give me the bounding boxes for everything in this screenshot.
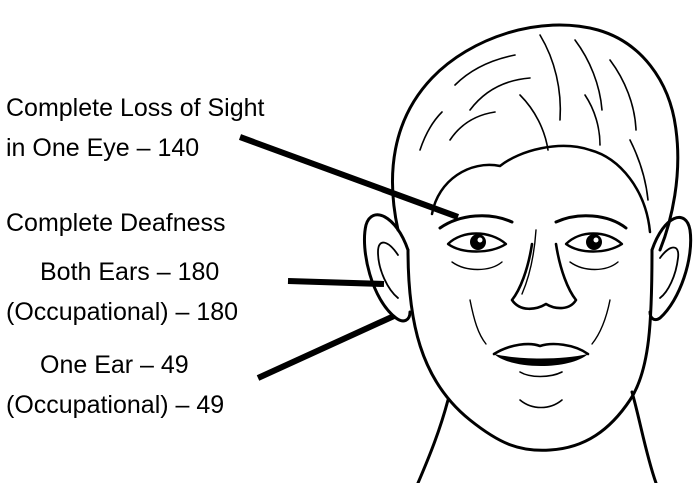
nose	[512, 244, 576, 309]
face-outline	[408, 250, 652, 450]
left-ear-inner	[378, 243, 398, 298]
hair-outline	[392, 25, 677, 250]
one-ear-pointer-line	[258, 316, 394, 378]
right-eye	[566, 234, 622, 270]
sight-pointer-line	[240, 137, 458, 217]
left-eye	[448, 234, 506, 270]
neck-right	[632, 392, 656, 483]
left-ear	[364, 215, 410, 321]
both-ears-label: Both Ears – 180	[40, 257, 219, 287]
right-cheek-line	[592, 300, 610, 344]
hairline	[432, 146, 650, 232]
both-ears-pointer-line	[288, 281, 384, 284]
mouth	[494, 344, 588, 376]
sight-loss-label-line2: in One Eye – 140	[6, 133, 199, 163]
right-ear-inner	[660, 248, 678, 299]
sight-loss-label-line1: Complete Loss of Sight	[6, 93, 264, 123]
one-ear-label: One Ear – 49	[40, 350, 189, 380]
one-ear-occupational-label: (Occupational) – 49	[6, 390, 224, 420]
chin	[520, 400, 562, 408]
right-ear	[650, 217, 691, 319]
deafness-heading: Complete Deafness	[6, 208, 226, 238]
both-ears-occupational-label: (Occupational) – 180	[6, 297, 238, 327]
right-eyebrow	[556, 216, 626, 228]
neck-left	[418, 400, 448, 483]
left-eyebrow	[440, 216, 512, 228]
left-cheek-line	[470, 300, 486, 344]
